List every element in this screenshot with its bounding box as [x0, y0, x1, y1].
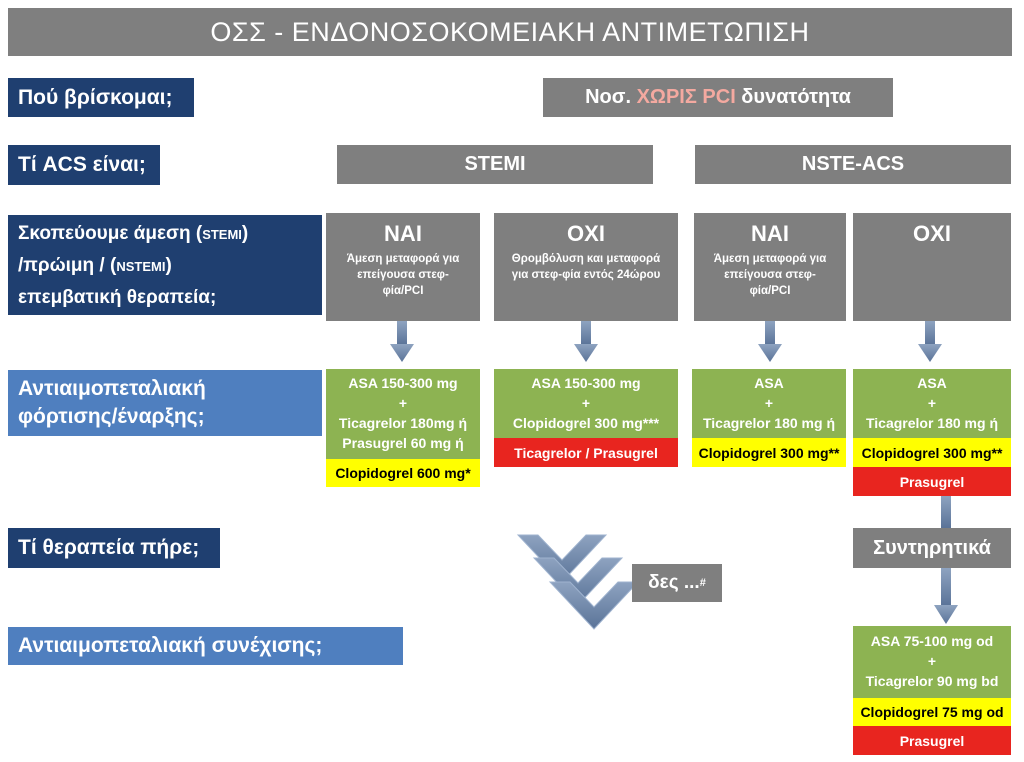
down-arrow-icon	[574, 321, 598, 362]
chevron-arrows-icon	[516, 534, 640, 630]
loading-line-2: φόρτισης/έναρξης;	[18, 405, 205, 428]
decision-answer: ΝΑΙ	[384, 221, 422, 246]
strategy-line-1: Σκοπεύουμε άμεση (STEMI)	[18, 222, 249, 244]
loading-line-1: Αντιαιμοπεταλιακή	[18, 377, 206, 400]
decision-answer: ΟΧΙ	[567, 221, 605, 246]
down-arrow-icon	[918, 321, 942, 362]
see-more-box: δες ...#	[632, 564, 722, 602]
down-arrow-icon	[941, 496, 951, 528]
down-arrow-icon	[758, 321, 782, 362]
loading-box-4: ASA + Ticagrelor 180 mg ή	[853, 369, 1011, 438]
loading-box-3-alt: Clopidogrel 300 mg**	[692, 438, 846, 467]
strategy-line-2: /πρώιμη / (NSTEMI)	[18, 254, 172, 276]
page-title: ΟΣΣ - ΕΝΔΟΝΟΣΟΚΟΜΕΙΑΚΗ ΑΝΤΙΜΕΤΩΠΙΣΗ	[8, 8, 1012, 56]
decision-answer: ΟΧΙ	[913, 221, 951, 246]
strategy-line-3: επεμβατική θεραπεία;	[18, 286, 217, 308]
see-more-text: δες ...	[648, 572, 700, 593]
loading-box-4-alt: Clopidogrel 300 mg**	[853, 438, 1011, 467]
maintenance-box-excluded: Prasugrel	[853, 726, 1011, 755]
stemi-box: STEMI	[337, 145, 653, 184]
loading-box-1-alt: Clopidogrel 600 mg*	[326, 459, 480, 487]
loading-box-2-alt: Ticagrelor / Prasugrel	[494, 438, 678, 467]
loading-box-2: ASA 150-300 mg + Clopidogrel 300 mg***	[494, 369, 678, 438]
decision-nste-no: ΟΧΙ	[853, 213, 1011, 321]
loading-box-4-excluded: Prasugrel	[853, 467, 1011, 496]
row-label-loading: Αντιαιμοπεταλιακή φόρτισης/έναρξης;	[8, 370, 322, 436]
loading-box-3: ASA + Ticagrelor 180 mg ή	[692, 369, 846, 438]
see-more-sup: #	[699, 577, 706, 589]
maintenance-box: ASA 75-100 mg od + Ticagrelor 90 mg bd	[853, 626, 1011, 698]
row-label-acs-type: Τί ACS είναι;	[8, 145, 160, 185]
location-suffix: δυνατότητα	[735, 86, 851, 108]
location-box: Νοσ. ΧΩΡΙΣ PCI δυνατότητα	[543, 78, 893, 117]
maintenance-box-alt: Clopidogrel 75 mg od	[853, 698, 1011, 726]
row-label-strategy: Σκοπεύουμε άμεση (STEMI) /πρώιμη / (NSTE…	[8, 215, 322, 315]
row-label-maintenance: Αντιαιμοπεταλιακή συνέχισης;	[8, 627, 403, 665]
location-prefix: Νοσ.	[585, 86, 637, 108]
location-highlight: ΧΩΡΙΣ PCI	[636, 86, 736, 108]
down-arrow-icon	[390, 321, 414, 362]
decision-answer: ΝΑΙ	[751, 221, 789, 246]
row-label-where: Πού βρίσκομαι;	[8, 78, 194, 117]
down-arrow-icon	[934, 568, 958, 624]
nste-acs-box: NSTE-ACS	[695, 145, 1011, 184]
conservative-box: Συντηρητικά	[853, 528, 1011, 568]
row-label-therapy: Τί θεραπεία πήρε;	[8, 528, 220, 568]
loading-box-1: ASA 150-300 mg + Ticagrelor 180mg ή Pras…	[326, 369, 480, 459]
